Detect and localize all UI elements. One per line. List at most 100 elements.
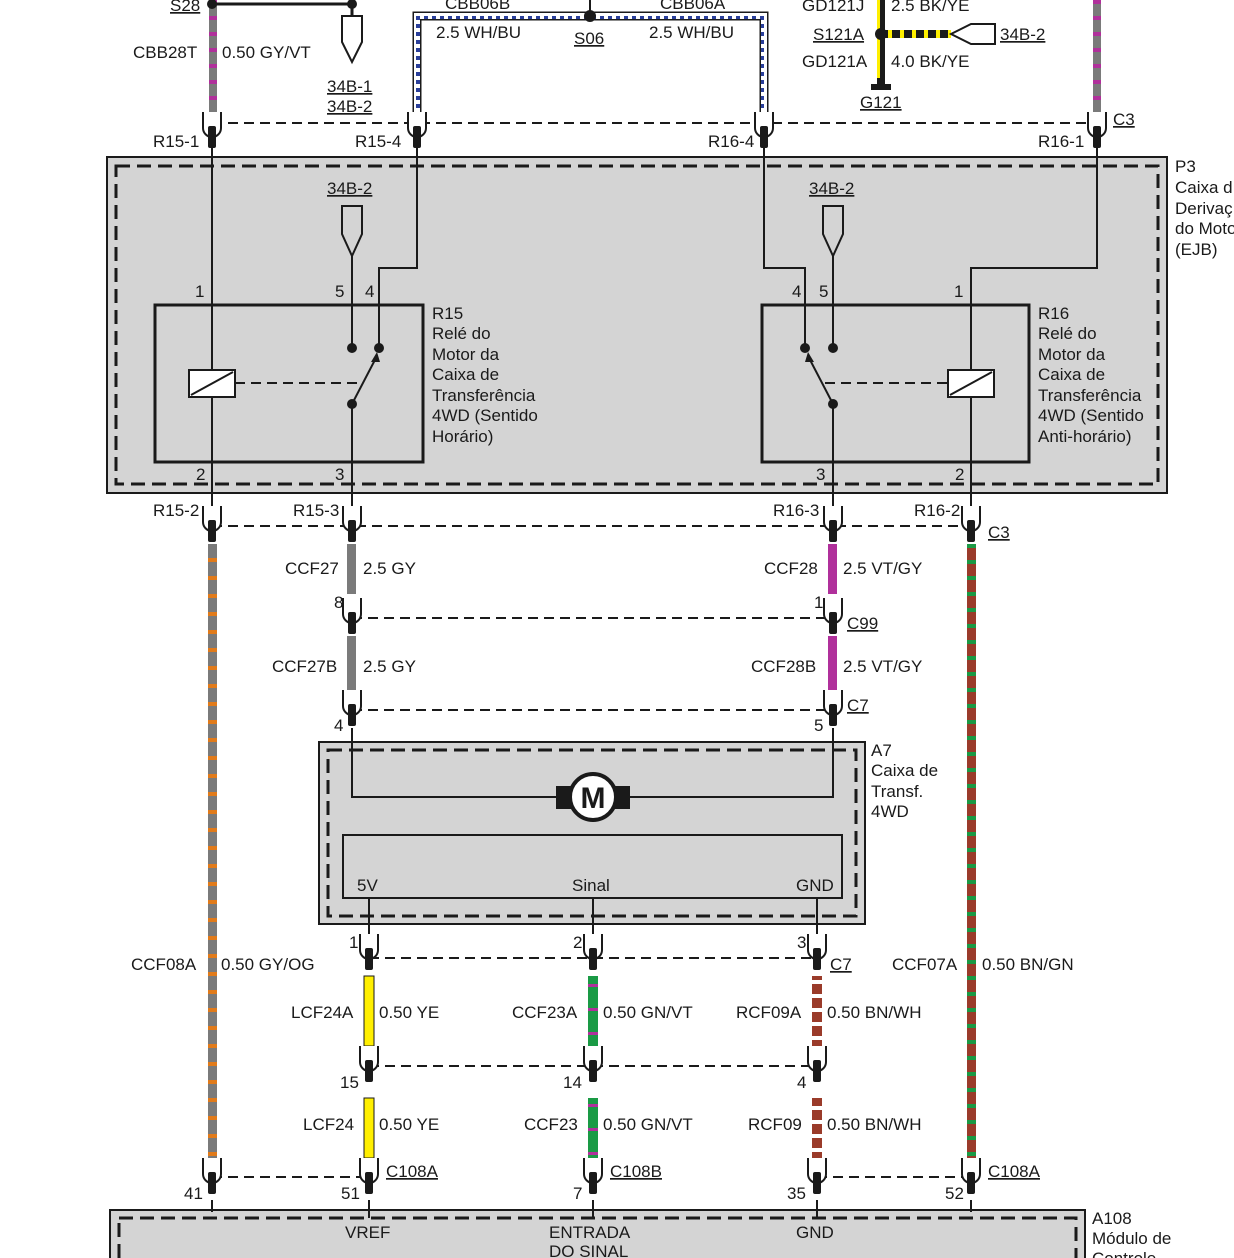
r15-contact-5 [347, 343, 357, 353]
connector-layer [202, 112, 1107, 1194]
a108-pin52: 52 [945, 1184, 964, 1203]
r16-pin1: 1 [954, 282, 963, 301]
p3-junction-box [106, 156, 1168, 494]
connector-c7-2 [583, 934, 603, 970]
ccf23-label: CCF23 [524, 1115, 578, 1134]
r16-feed-label: 34B-2 [809, 179, 854, 198]
c7-pin3: 3 [797, 933, 806, 952]
rcf09a-spec: 0.50 BN/WH [827, 1003, 921, 1022]
cbb06a-spec: 2.5 WH/BU [649, 23, 734, 42]
r15-4-label: R15-4 [355, 132, 401, 151]
a7-line3: 4WD [871, 802, 909, 821]
lcf24-label: LCF24 [303, 1115, 354, 1134]
ccf23a-spec: 0.50 GN/VT [603, 1003, 693, 1022]
p3-line4: (EJB) [1175, 240, 1218, 259]
a108-vref: VREF [345, 1223, 390, 1242]
sensor-gnd-label: GND [796, 876, 834, 895]
r16-line1: Relé do [1038, 324, 1097, 343]
connector-c7-3 [807, 934, 827, 970]
connector-bot-r16-2 [961, 506, 981, 542]
connector-c7-1 [359, 934, 379, 970]
r15-line5: 4WD (Sentido [432, 406, 538, 425]
connector-c108-52 [961, 1158, 981, 1194]
wire-ccf08a [208, 544, 217, 1160]
lcf24-spec: 0.50 YE [379, 1115, 439, 1134]
sensor-sinal-label: Sinal [572, 876, 610, 895]
cbb06b-label: CBB06B [445, 0, 510, 13]
ccf27b-spec: 2.5 GY [363, 657, 416, 676]
a108-line1: Módulo de [1092, 1229, 1171, 1248]
connector-bot-r16-3 [823, 506, 843, 542]
p3-line3: do Moto [1175, 219, 1234, 238]
r15-switch-arrowhead [371, 352, 380, 362]
r15-pin2: 2 [196, 465, 205, 484]
c99-label: C99 [847, 614, 878, 633]
wire-lcf24 [363, 1097, 375, 1159]
cbb28t-spec: 0.50 GY/VT [222, 43, 311, 62]
c108a-right-label: C108A [988, 1162, 1041, 1181]
p3-id: P3 [1175, 157, 1196, 176]
c7-pin4: 4 [334, 716, 343, 735]
a108-pin41: 41 [184, 1184, 203, 1203]
c3-top-label: C3 [1113, 110, 1135, 129]
p3-line1: Caixa d [1175, 178, 1233, 197]
ccf23a-label: CCF23A [512, 1003, 578, 1022]
feed-34b1-arrow [341, 15, 363, 65]
gd121j-label: GD121J [802, 0, 864, 15]
r15-3-label: R15-3 [293, 501, 339, 520]
r16-feed-arrow [822, 205, 844, 259]
s121a-label: S121A [813, 25, 865, 44]
gd121j-spec: 2.5 BK/YE [891, 0, 969, 15]
r15-feed-label: 34B-2 [327, 179, 372, 198]
connector-c7-5 [823, 690, 843, 726]
r15-line1: Relé do [432, 324, 491, 343]
c99-pin1: 1 [814, 593, 823, 612]
connector-c99-1 [823, 598, 843, 634]
mid-pin4: 4 [797, 1073, 806, 1092]
r15-relay-box [153, 303, 425, 464]
ccf28b-label: CCF28B [751, 657, 816, 676]
wire-cbb06a-color [590, 13, 767, 112]
r15-1-label: R15-1 [153, 132, 199, 151]
g121-ground-stem [877, 78, 885, 86]
motor-icon [568, 772, 618, 822]
connector-mid-4 [807, 1046, 827, 1082]
c7-upper-label: C7 [847, 696, 869, 715]
connector-c7-4 [342, 690, 362, 726]
cbb06a-label: CBB06A [660, 0, 726, 13]
motor-wire-left [351, 728, 556, 798]
p3-line2: Derivaç [1175, 199, 1233, 218]
a7-line1: Caixa de [871, 761, 938, 780]
a7-id: A7 [871, 741, 892, 760]
r15-2-label: R15-2 [153, 501, 199, 520]
r15-line2: Motor da [432, 345, 500, 364]
r16-coil-diag [949, 371, 993, 396]
r15-feed-arrow [341, 205, 363, 259]
wire-rcf09a [812, 976, 822, 1046]
connector-mid-15 [359, 1046, 379, 1082]
r16-line3: Caixa de [1038, 365, 1105, 384]
ccf07a-label: CCF07A [892, 955, 958, 974]
connector-top-r16-4 [754, 112, 774, 148]
a7-transfer-case-box [318, 741, 866, 925]
r16-3-label: R16-3 [773, 501, 819, 520]
wire-ccf27 [347, 544, 356, 594]
wire-ccf28 [828, 544, 837, 594]
g121-label: G121 [860, 93, 902, 112]
r15-line6: Horário) [432, 427, 493, 446]
gd121a-label: GD121A [802, 52, 868, 71]
r16-line5: 4WD (Sentido [1038, 406, 1144, 425]
c7-lower-label: C7 [830, 955, 852, 974]
connector-bot-r15-2 [202, 506, 222, 542]
r15-contact-4 [374, 343, 384, 353]
mid-pin15: 15 [340, 1073, 359, 1092]
wire-ccf28b [828, 636, 837, 690]
ccf27-spec: 2.5 GY [363, 559, 416, 578]
wire-ccf27b [347, 636, 356, 690]
connector-bot-r15-3 [342, 506, 362, 542]
r16-pin4-line [763, 134, 806, 348]
wire-ccf23 [588, 1098, 598, 1158]
wire-cbb06b-color [414, 13, 590, 112]
ccf28b-spec: 2.5 VT/GY [843, 657, 922, 676]
